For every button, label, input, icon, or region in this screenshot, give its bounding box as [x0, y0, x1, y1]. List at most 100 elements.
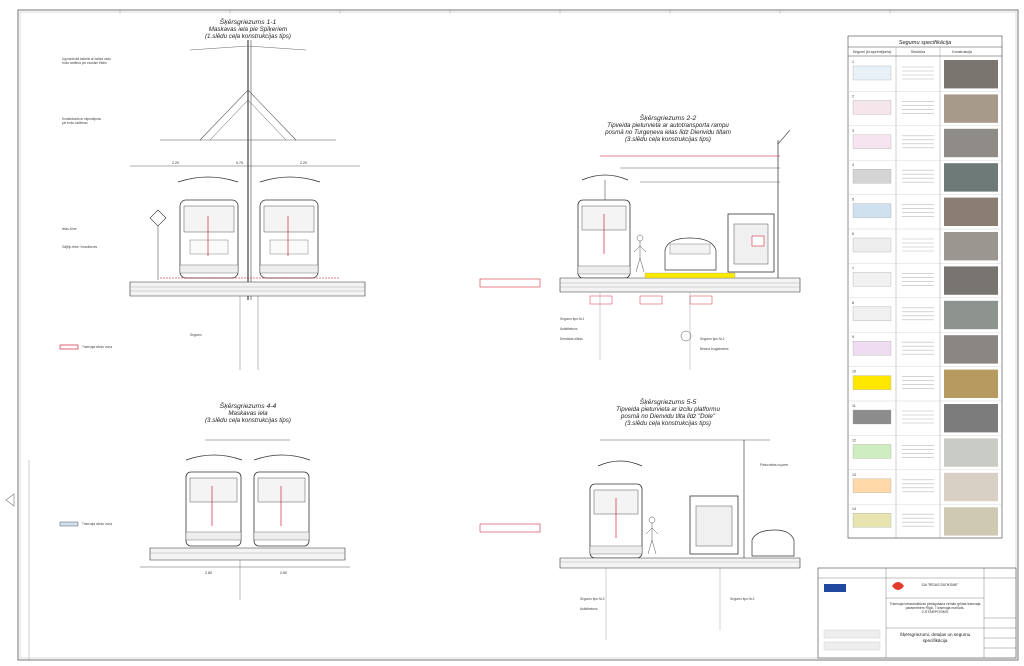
legend-swatch [852, 478, 892, 493]
legend-photo [944, 60, 998, 89]
legend-row: 13 [848, 472, 1002, 505]
legend-swatch [852, 409, 892, 425]
legend-col1: Segumi (kr.apzīmējums) [853, 50, 892, 54]
frame-ticks [119, 10, 891, 14]
svg-text:Segumu tips Nr.3: Segumu tips Nr.3 [580, 597, 605, 601]
legend-swatch [852, 513, 892, 528]
section-1-1-sub1: Maskavas iela pie Spīķeriem [209, 26, 287, 33]
legend-row-number: 7 [852, 266, 854, 270]
section-5-5-sub1: Tipveida pieturvieta ar izcilu platformu [616, 406, 720, 413]
svg-text:Kontaktvads ar stiprinājumu: Kontaktvads ar stiprinājumu [62, 117, 102, 121]
svg-text:Segumu tips Nr.2: Segumu tips Nr.2 [700, 337, 725, 341]
legend-col2: Struktūra [911, 50, 926, 54]
tram-right [259, 176, 321, 279]
legend-photo [944, 232, 998, 261]
legend-row-number: 1 [852, 60, 854, 64]
legend-swatch [852, 100, 892, 115]
section-5-5: Šķērsgriezums 5-5 Tipveida pieturvieta a… [479, 397, 801, 640]
legend-row: 5 [848, 197, 1002, 230]
legend-row-number: 9 [852, 335, 854, 339]
svg-text:2.20: 2.20 [172, 161, 179, 165]
legend-photo [944, 472, 998, 502]
svg-text:Segumu tips Nr.2: Segumu tips Nr.2 [730, 597, 755, 601]
legend-swatch [852, 203, 892, 218]
section-4-4-sub2: (3.slēdu ceļa konstrukcijas tips) [205, 417, 291, 424]
svg-text:Asfaltbetons: Asfaltbetons [580, 607, 598, 611]
page-nav-arrow-icon[interactable] [5, 493, 15, 507]
section-2-2-title: Šķērsgriezums 2-2 [640, 113, 697, 122]
legend-row-number: 3 [852, 129, 854, 133]
legend-swatch [852, 65, 892, 81]
section-5-5-sub3: (3.slēdu ceļa konstrukcijas tips) [625, 420, 711, 427]
legend-col3: Konstrukcija [952, 50, 972, 54]
legend-swatch [852, 169, 892, 184]
legend-row-number: 2 [852, 94, 854, 98]
legend-photo [944, 507, 998, 536]
section-1-1: Šķērsgriezums 1-1 Maskavas iela pie Spīķ… [59, 17, 366, 370]
company-logo-icon [824, 584, 846, 592]
legend-photo [944, 404, 998, 433]
tb-sheet-title: Šķērsgriezumi, detaļas un segumu specifi… [899, 632, 971, 643]
legend-row-number: 13 [852, 473, 856, 477]
legend-swatch [852, 237, 892, 253]
section-4-4-sub1: Maskavas iela [228, 410, 268, 417]
section-2-2-sub1: Tipveida pieturvieta ar autotransporta r… [607, 122, 729, 129]
svg-text:0.75: 0.75 [236, 161, 243, 165]
legend-row-number: 11 [852, 404, 856, 408]
legend-photo [944, 128, 998, 158]
legend-row: 11 [848, 404, 1002, 436]
client-logo-icon [892, 582, 904, 590]
svg-text:trošu sistēma pie esošām ēkām: trošu sistēma pie esošām ēkām [62, 61, 107, 65]
legend-row: 4 [848, 163, 1002, 195]
sheet-frame [17, 9, 1019, 661]
legend-photo [944, 335, 998, 364]
legend-swatch [852, 306, 892, 321]
legend-photo [944, 438, 998, 467]
svg-text:Segums: Segums [190, 333, 202, 337]
section-1-1-title: Šķērsgriezums 1-1 [220, 17, 277, 26]
legend-row-number: 4 [852, 163, 854, 167]
legend-row-number: 10 [852, 370, 856, 374]
tb-stage: 2.STARPOSMS [921, 610, 949, 615]
legend-row: 8 [848, 300, 1002, 333]
legend-row: 12 [848, 438, 1002, 470]
legend-photo [944, 369, 998, 398]
legend-row: 6 [848, 232, 1002, 264]
legend-swatch [852, 375, 892, 390]
legend-swatch [852, 134, 892, 149]
svg-text:Pieturvietas nojume: Pieturvietas nojume [760, 463, 788, 467]
svg-text:Tramvaja sliežu zona: Tramvaja sliežu zona [82, 345, 112, 349]
section-5-5-sub2: posmā no Dienvidu tilta līdz "Dole" [620, 413, 716, 420]
section-4-4: Šķērsgriezums 4-4 Maskavas iela (3.slēdu… [59, 401, 350, 600]
title-block: SIA "RĪGAS SATIKSME" Tramvaja infrastruk… [817, 567, 1017, 659]
svg-text:2.80: 2.80 [205, 571, 212, 575]
legend-photo [944, 94, 998, 123]
legend-row-number: 8 [852, 301, 854, 305]
legend-row-number: 12 [852, 438, 856, 442]
section-1-1-sub2: (1.slēdu ceļa konstrukcijas tips) [205, 33, 291, 40]
legend-row: 3 [848, 128, 1002, 161]
svg-text:Segumu tips Nr.1: Segumu tips Nr.1 [560, 317, 585, 321]
svg-text:Ielas zīme: Ielas zīme [62, 227, 77, 231]
svg-text:Gājēju ietve / brauktuves: Gājēju ietve / brauktuves [62, 245, 97, 249]
section-5-5-title: Šķērsgriezums 5-5 [640, 397, 697, 406]
svg-text:Asfaltbetons: Asfaltbetons [560, 327, 578, 331]
tram-left [177, 176, 239, 279]
legend-photo [944, 300, 998, 330]
section-4-4-title: Šķērsgriezums 4-4 [220, 401, 277, 410]
legend-row: 7 [848, 266, 1002, 298]
svg-text:Tramvaja sliežu zona: Tramvaja sliežu zona [82, 522, 112, 526]
svg-text:2.20: 2.20 [300, 161, 307, 165]
svg-text:Ugunsdrošā kabelis ar balsta v: Ugunsdrošā kabelis ar balsta vadu [62, 57, 111, 61]
legend-row: 10 [848, 369, 1002, 402]
legend-photo [944, 197, 998, 226]
legend-title: Segumu specifikācija [899, 40, 952, 46]
svg-text:Drenāžas slānis: Drenāžas slānis [560, 337, 583, 341]
legend-photo [944, 163, 998, 192]
svg-text:Betona bruģakmens: Betona bruģakmens [700, 346, 729, 351]
section-2-2-sub2: posmā no Turgeņeva ielas līdz Dienvidu t… [604, 129, 731, 136]
legend-swatch [852, 272, 892, 287]
legend-row: 14 [848, 507, 1002, 539]
section-2-2-sub3: (3.slēdu ceļa konstrukcijas tips) [625, 136, 711, 143]
